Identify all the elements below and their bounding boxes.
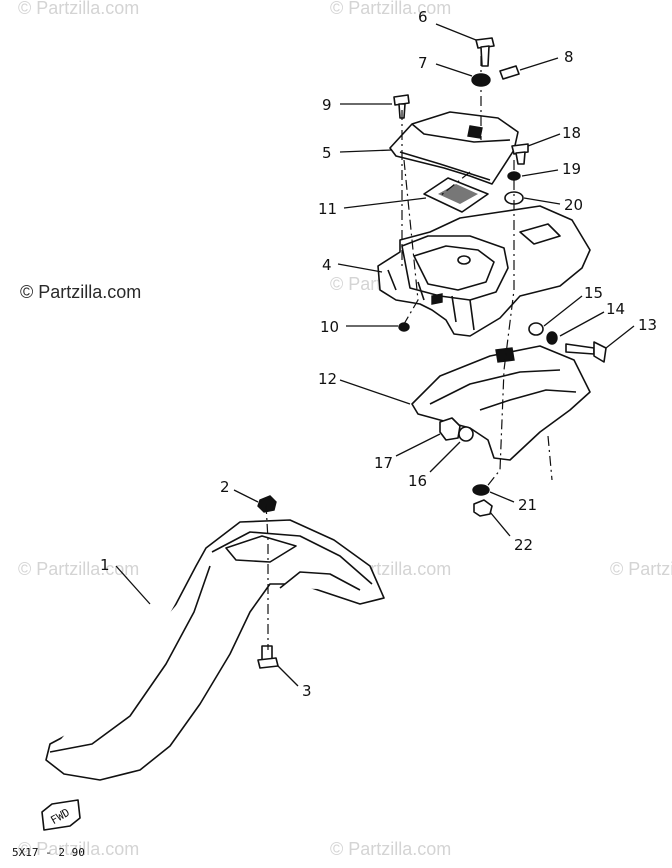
callout-8: 8 <box>564 48 574 66</box>
callout-labels: 6 7 8 9 5 11 4 10 18 19 20 15 14 13 12 1… <box>100 8 657 700</box>
watermark: © Partzilla.com <box>330 0 451 18</box>
callout-7: 7 <box>418 54 428 72</box>
centerline <box>480 160 515 495</box>
centerline <box>547 435 553 481</box>
callout-18: 18 <box>562 124 581 142</box>
callout-3: 3 <box>302 682 312 700</box>
part-13-bolt <box>565 341 607 363</box>
watermark: © Partzilla.com <box>18 559 139 579</box>
callout-15: 15 <box>584 284 603 302</box>
part-15-collar <box>528 322 544 336</box>
centerline <box>265 503 269 650</box>
part-18-bolt <box>511 143 529 165</box>
watermark-prominent: © Partzilla.com <box>20 282 141 302</box>
part-3-screw <box>257 645 279 669</box>
callout-10: 10 <box>320 318 339 336</box>
part-12-mudguard <box>411 345 591 461</box>
callout-1: 1 <box>100 556 110 574</box>
part-8-pin <box>499 65 520 80</box>
centerline <box>439 171 471 197</box>
part-2-nut <box>257 495 277 513</box>
callout-6: 6 <box>418 8 428 26</box>
callout-16: 16 <box>408 472 427 490</box>
part-17-nut <box>439 417 461 441</box>
part-10-nut <box>398 322 410 332</box>
watermark: © Partzilla.com <box>610 559 672 579</box>
callout-11: 11 <box>318 200 337 218</box>
part-9-screw <box>393 94 410 119</box>
callout-4: 4 <box>322 256 332 274</box>
callout-5: 5 <box>322 144 332 162</box>
part-21-washer <box>472 484 490 496</box>
callout-2: 2 <box>220 478 230 496</box>
part-16-washer <box>458 426 474 442</box>
part-11-pad <box>423 177 489 213</box>
callout-17: 17 <box>374 454 393 472</box>
watermark: © Partzilla.com <box>18 0 139 18</box>
part-22-nut <box>473 499 493 517</box>
callout-12: 12 <box>318 370 337 388</box>
callout-13: 13 <box>638 316 657 334</box>
callout-14: 14 <box>606 300 625 318</box>
callout-21: 21 <box>518 496 537 514</box>
part-4-rear-fender <box>377 205 591 337</box>
watermark: © Partzilla.com <box>18 839 139 859</box>
drawing-code: 5X17 - 2 90 <box>12 846 85 859</box>
leader-lines <box>115 23 635 687</box>
part-5-cover <box>389 111 519 185</box>
watermark: © Partzilla.com <box>330 839 451 859</box>
part-1-front-fender <box>45 519 385 781</box>
callout-19: 19 <box>562 160 581 178</box>
part-14-washer <box>546 331 558 345</box>
part-6-bolt <box>475 37 495 67</box>
centerline <box>403 159 419 325</box>
callout-22: 22 <box>514 536 533 554</box>
callout-9: 9 <box>322 96 332 114</box>
fwd-marker: FWD <box>41 799 81 831</box>
callout-20: 20 <box>564 196 583 214</box>
